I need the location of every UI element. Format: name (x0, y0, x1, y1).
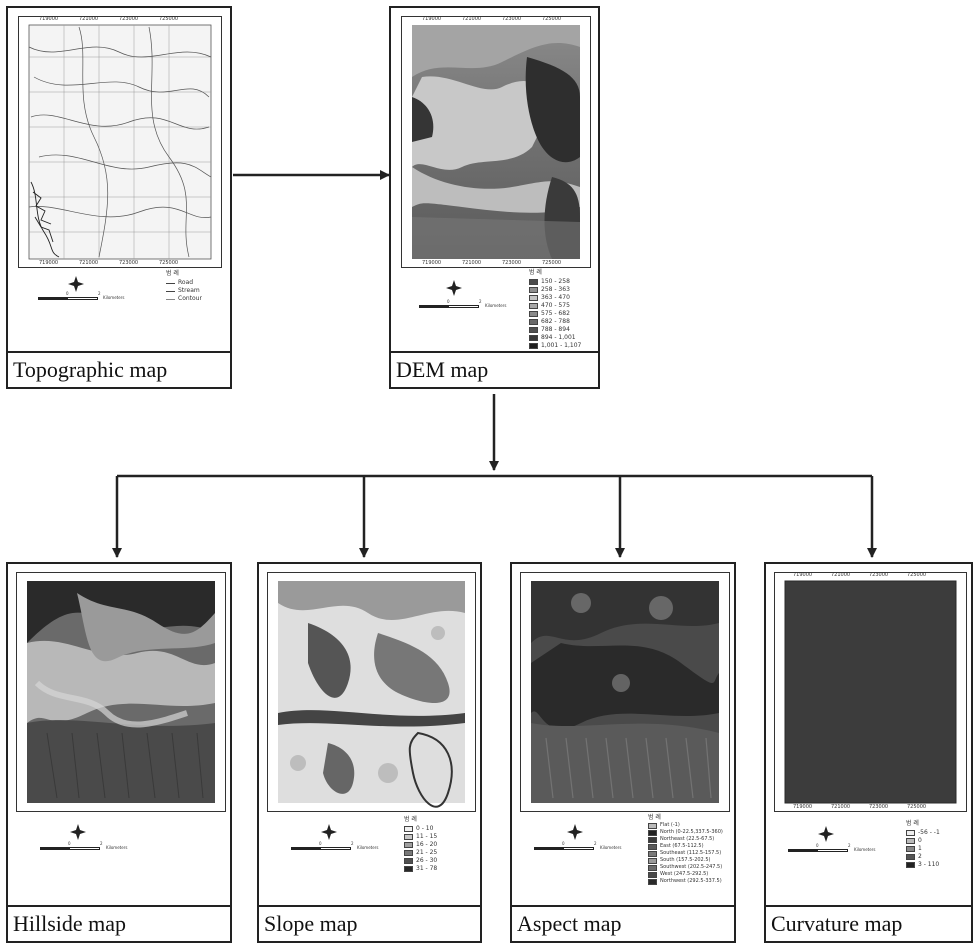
topographic-map-panel: 719000 721000 723000 725000 719000 72100… (6, 6, 232, 389)
map-frame: 719000 721000 723000 725000 719000 72100… (18, 16, 222, 268)
topographic-map-image (28, 24, 212, 260)
legend-item: 150 - 258 (529, 278, 581, 286)
scale-bar (788, 849, 848, 852)
legend-item: East (67.5-112.5) (648, 843, 723, 850)
map-frame: 719000 721000 723000 725000 719000 72100… (774, 572, 967, 812)
north-arrow-icon (321, 824, 337, 840)
dem-legend: 범 례 150 - 258 258 - 363 363 - 470 470 - … (529, 269, 581, 350)
north-arrow-icon (567, 824, 583, 840)
legend-item: 363 - 470 (529, 294, 581, 302)
legend-item: 788 - 894 (529, 326, 581, 334)
legend-item: 258 - 363 (529, 286, 581, 294)
curvature-map-image (784, 580, 957, 804)
legend-item: North (0-22.5,337.5-360) (648, 829, 723, 836)
legend-item: 682 - 788 (529, 318, 581, 326)
caption-dem-map: DEM map (391, 351, 598, 387)
legend-title: 범 례 (529, 269, 542, 276)
legend-item: Flat (-1) (648, 822, 723, 829)
slope-legend: 범 례 0 - 10 11 - 15 16 - 20 21 - 25 26 - … (404, 816, 437, 873)
scale-label-unit: Kilometers (600, 845, 622, 850)
dem-map-panel: 719000 721000 723000 725000 719000 72100… (389, 6, 600, 389)
legend-item: 31 - 78 (404, 865, 437, 873)
scale-label-zero: 0 (562, 841, 565, 846)
legend-item: 575 - 682 (529, 310, 581, 318)
caption-curvature-map: Curvature map (766, 905, 971, 941)
legend-item: 26 - 30 (404, 857, 437, 865)
north-arrow-icon (818, 826, 834, 842)
legend-item: 894 - 1,001 (529, 334, 581, 342)
scale-bar (40, 847, 100, 850)
scale-bar (419, 305, 479, 308)
hillside-map-panel: 0 2 Kilometers Hillside map (6, 562, 232, 943)
topographic-legend: 범 례 Road Stream Contour (166, 270, 202, 303)
legend-item: 16 - 20 (404, 841, 437, 849)
legend-item-road: Road (166, 279, 202, 287)
caption-topographic-map: Topographic map (8, 351, 230, 387)
scale-label-unit: Kilometers (106, 845, 128, 850)
scale-label-zero: 0 (68, 841, 71, 846)
scale-label-two: 2 (479, 299, 482, 304)
map-frame (520, 572, 730, 812)
legend-title: 범 례 (166, 270, 179, 277)
scale-label-zero: 0 (447, 299, 450, 304)
legend-item: 21 - 25 (404, 849, 437, 857)
scale-label-zero: 0 (816, 843, 819, 848)
legend-item: 470 - 575 (529, 302, 581, 310)
legend-item: 11 - 15 (404, 833, 437, 841)
legend-item: 2 (906, 853, 940, 861)
scale-bar (291, 847, 351, 850)
aspect-legend: 범 례 Flat (-1) North (0-22.5,337.5-360) N… (648, 814, 723, 885)
scale-label-unit: Kilometers (103, 295, 125, 300)
legend-item: Southeast (112.5-157.5) (648, 850, 723, 857)
legend-item: West (247.5-292.5) (648, 871, 723, 878)
legend-title: 범 례 (404, 816, 417, 823)
scale-label-two: 2 (848, 843, 851, 848)
legend-item-stream: Stream (166, 287, 202, 295)
map-frame: 719000 721000 723000 725000 719000 72100… (401, 16, 591, 268)
scale-label-two: 2 (100, 841, 103, 846)
north-arrow-icon (446, 280, 462, 296)
scale-label-unit: Kilometers (854, 847, 876, 852)
scale-label-unit: Kilometers (357, 845, 379, 850)
legend-item: Northeast (22.5-67.5) (648, 836, 723, 843)
scale-label-unit: Kilometers (485, 303, 507, 308)
legend-item: South (157.5-202.5) (648, 857, 723, 864)
scale-label-two: 2 (351, 841, 354, 846)
legend-title: 범 례 (648, 814, 661, 821)
legend-item: 0 (906, 837, 940, 845)
legend-title: 범 례 (906, 820, 919, 827)
scale-bar (38, 297, 98, 300)
scale-label-two: 2 (98, 291, 101, 296)
legend-item: 3 - 110 (906, 861, 940, 869)
scale-label-zero: 0 (319, 841, 322, 846)
legend-item: -56 - -1 (906, 829, 940, 837)
aspect-map-image (531, 581, 719, 803)
map-frame (16, 572, 226, 812)
legend-item: Southwest (202.5-247.5) (648, 864, 723, 871)
curvature-legend: 범 례 -56 - -1 0 1 2 3 - 110 (906, 820, 940, 869)
slope-map-panel: 0 2 Kilometers 범 례 0 - 10 11 - 15 16 - 2… (257, 562, 482, 943)
north-arrow-icon (68, 276, 84, 292)
legend-item: 0 - 10 (404, 825, 437, 833)
aspect-map-panel: 0 2 Kilometers 범 례 Flat (-1) North (0-22… (510, 562, 736, 943)
curvature-map-panel: 719000 721000 723000 725000 719000 72100… (764, 562, 973, 943)
dem-map-image (412, 25, 580, 259)
legend-item: Northwest (292.5-337.5) (648, 878, 723, 885)
legend-item-contour: Contour (166, 295, 202, 303)
legend-item: 1,001 - 1,107 (529, 342, 581, 350)
slope-map-image (278, 581, 465, 808)
scale-label-zero: 0 (66, 291, 69, 296)
caption-aspect-map: Aspect map (512, 905, 734, 941)
caption-slope-map: Slope map (259, 905, 480, 941)
caption-hillside-map: Hillside map (8, 905, 230, 941)
scale-label-two: 2 (594, 841, 597, 846)
hillside-map-image (27, 581, 215, 803)
scale-bar (534, 847, 594, 850)
map-frame (267, 572, 476, 812)
legend-item: 1 (906, 845, 940, 853)
north-arrow-icon (70, 824, 86, 840)
